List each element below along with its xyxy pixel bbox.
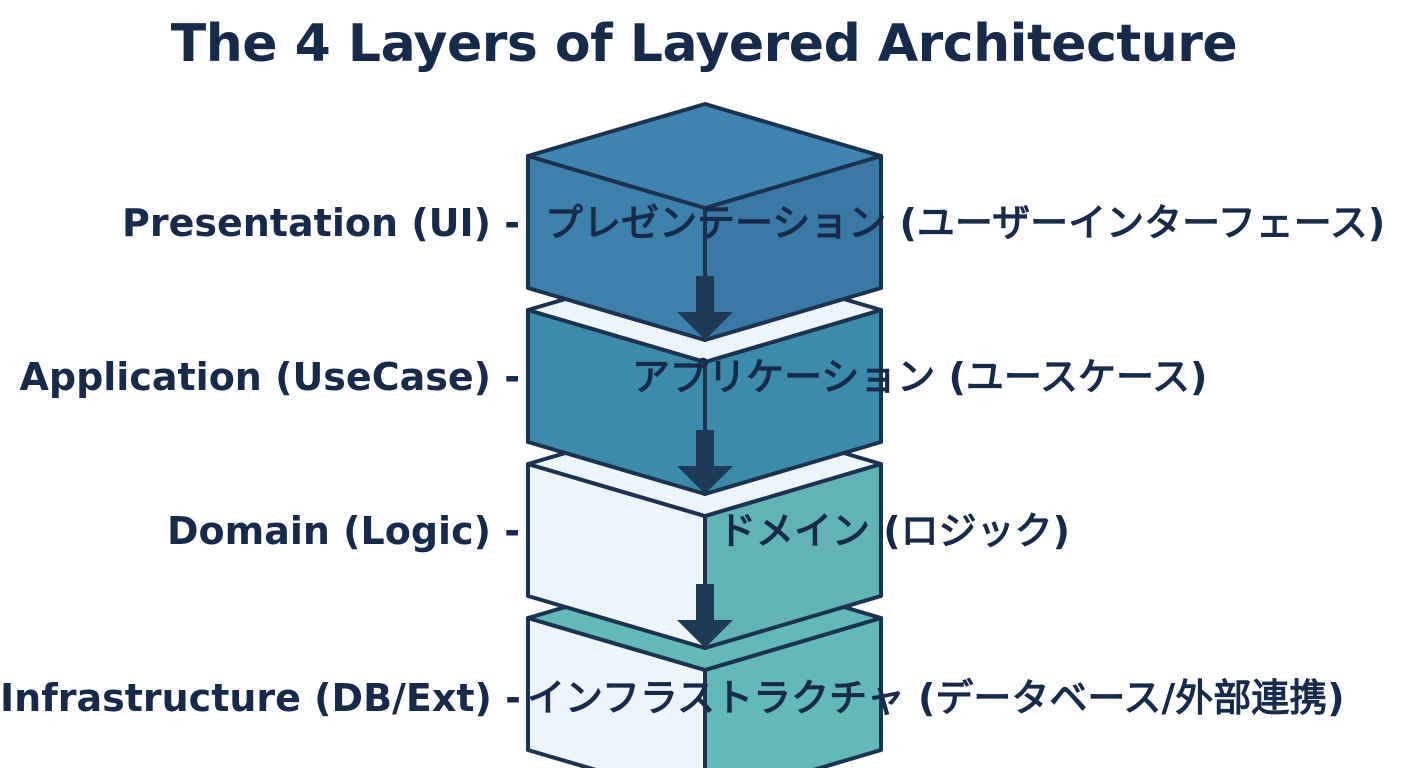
down-arrow-icon (677, 584, 733, 648)
layer-label-domain-jp: ドメイン (ロジック) (718, 509, 1070, 553)
down-arrow-icon (677, 276, 733, 340)
layer-top-face (526, 102, 883, 210)
down-arrow-icon (677, 430, 733, 494)
layer-block-presentation (526, 102, 883, 342)
layer-label-presentation-en: Presentation (UI) - (122, 201, 520, 245)
layer-label-presentation-jp: プレゼンテーション (ユーザーインターフェース) (545, 201, 1386, 245)
diagram-title: The 4 Layers of Layered Architecture (170, 14, 1238, 74)
layer-label-domain-en: Domain (Logic) - (166, 509, 520, 553)
layer-label-infrastructure-en: Infrastructure (DB/Ext) - (0, 676, 521, 720)
layer-label-application-en: Application (UseCase) - (19, 355, 520, 399)
layer-label-application-jp: アプリケーション (ユースケース) (632, 355, 1208, 399)
layer-label-infrastructure-jp: インフラストラクチャ (データベース/外部連携) (527, 676, 1345, 720)
